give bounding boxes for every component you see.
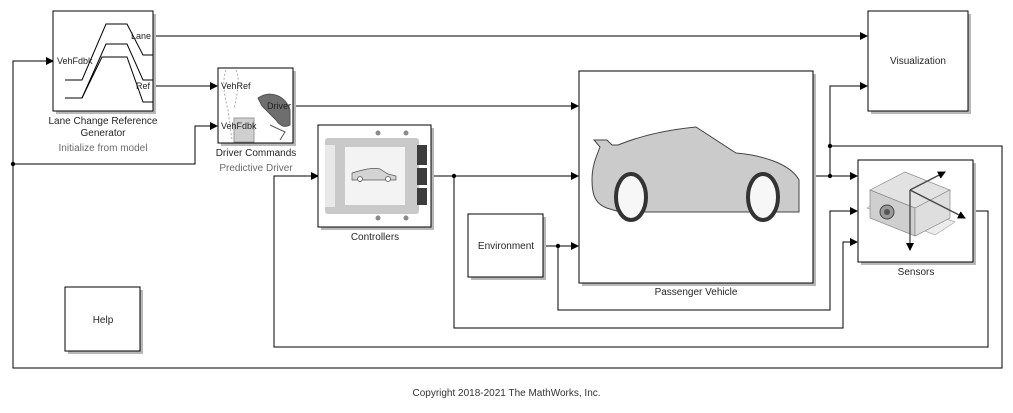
car-silhouette-icon — [591, 126, 800, 222]
block-subtitle: Predictive Driver — [219, 163, 293, 174]
block-label: Driver Commands — [216, 148, 297, 159]
block-label: Visualization — [890, 56, 946, 67]
port-vehref-label: VehRef — [221, 81, 251, 91]
port-lane-label: Lane — [131, 31, 151, 41]
block-label: Controllers — [351, 232, 399, 243]
signal-lines — [10, 32, 1003, 369]
port-ref-label: Ref — [136, 81, 151, 91]
ecu-icon — [325, 130, 427, 221]
block-environment[interactable]: Environment — [467, 213, 546, 280]
branch-point — [827, 173, 833, 179]
block-controllers[interactable]: Controllers — [317, 124, 434, 243]
wire-feedback-to-driver[interactable] — [13, 122, 218, 165]
block-label: Environment — [478, 241, 534, 252]
block-passenger-vehicle[interactable]: Passenger Vehicle — [578, 70, 816, 298]
port-vehfdbk-label: VehFdbk — [57, 56, 93, 66]
wire-controllers-to-sensors[interactable] — [453, 176, 858, 329]
block-subtitle: Initialize from model — [59, 143, 148, 154]
branch-point — [451, 173, 457, 179]
driver-figure-icon — [223, 69, 291, 143]
block-label: Lane Change Reference — [49, 116, 158, 127]
lane-change-trajectory-icon — [65, 23, 153, 103]
copyright-notice: Copyright 2018-2021 The MathWorks, Inc. — [412, 388, 601, 399]
block-label-line2: Generator — [80, 128, 126, 139]
block-lane-change-reference-generator[interactable]: VehFdbk Lane Ref Lane Change Reference G… — [49, 10, 158, 154]
help-label: Help — [93, 315, 114, 326]
block-label: Passenger Vehicle — [655, 287, 738, 298]
block-label: Sensors — [898, 267, 935, 278]
wire-environment-to-sensors[interactable] — [557, 207, 858, 311]
sensor-unit-icon — [866, 171, 966, 251]
port-driver-label: Driver — [267, 101, 291, 111]
branch-point — [10, 161, 16, 167]
branch-point — [827, 143, 833, 149]
wire-vehicle-feedback[interactable] — [12, 57, 1003, 369]
block-driver-commands[interactable]: VehRef VehFdbk Driver Driver Commands Pr… — [216, 67, 297, 174]
help-button[interactable]: Help — [64, 286, 143, 354]
wire-sensors-to-controllers[interactable] — [273, 172, 989, 348]
branch-point — [555, 243, 561, 249]
block-sensors[interactable]: Sensors — [857, 159, 976, 278]
port-vehfdbk-label: VehFdbk — [221, 121, 257, 131]
block-visualization[interactable]: Visualization — [867, 10, 971, 114]
